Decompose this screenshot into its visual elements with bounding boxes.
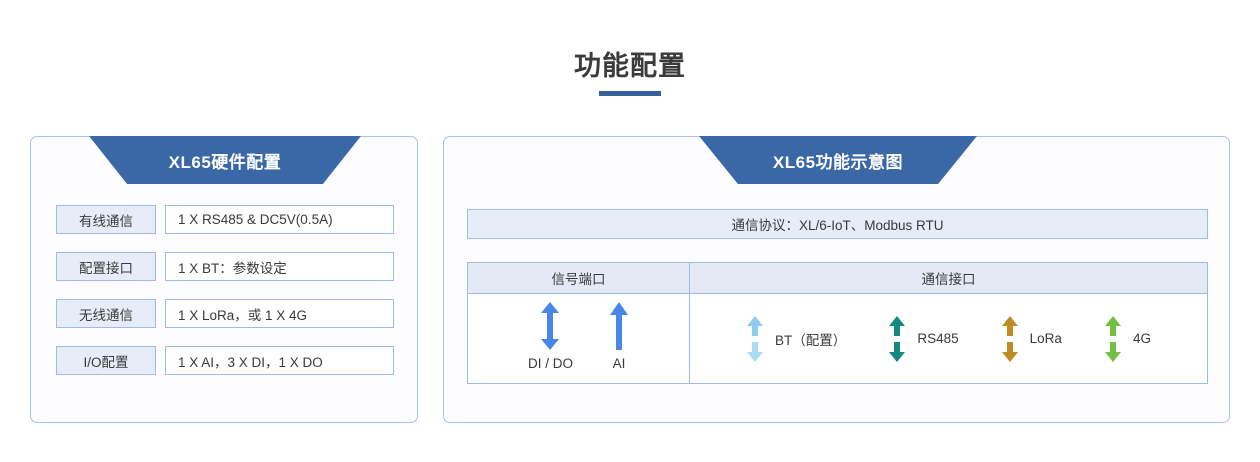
spec-value-config-interface: 1 X BT：参数设定 (165, 252, 394, 281)
spec-label-config-interface: 配置接口 (56, 252, 156, 281)
function-diagram-banner: XL65功能示意图 (699, 136, 977, 184)
spec-row: 有线通信 1 X RS485 & DC5V(0.5A) (56, 205, 394, 234)
signal-port-group: DI / DO AI (468, 294, 690, 383)
up-arrow-icon (609, 302, 629, 350)
signal-port-label-ai: AI (612, 356, 626, 371)
spec-value-io-config: 1 X AI，3 X DI，1 X DO (165, 346, 394, 375)
double-arrow-icon (888, 315, 906, 362)
spec-label-wired-communication: 有线通信 (56, 205, 156, 234)
spec-label-io-config: I/O配置 (56, 346, 156, 375)
double-arrow-icon (540, 302, 560, 350)
signal-port-label-di-do: DI / DO (527, 356, 573, 371)
comm-interface-item-4g: 4G (1104, 315, 1151, 362)
comm-interface-group: BT（配置） RS485 (690, 294, 1207, 383)
title-underline (599, 90, 661, 96)
comm-interface-item-rs485: RS485 (888, 315, 959, 362)
hardware-spec-list: 有线通信 1 X RS485 & DC5V(0.5A) 配置接口 1 X BT：… (56, 205, 394, 375)
comm-interface-label-4g: 4G (1132, 331, 1151, 346)
double-arrow-icon (1104, 315, 1122, 362)
function-diagram-card: XL65功能示意图 通信协议：XL/6-IoT、Modbus RTU 信号端口 … (443, 136, 1230, 423)
protocol-bar: 通信协议：XL/6-IoT、Modbus RTU (467, 209, 1208, 239)
comm-interface-item-lora: LoRa (1001, 315, 1062, 362)
interface-table: 信号端口 通信接口 DI / DO (467, 262, 1208, 384)
comm-interface-item-bt: BT（配置） (746, 315, 847, 362)
signal-port-item-ai: AI (609, 302, 629, 371)
column-header-comm-interface: 通信接口 (921, 272, 976, 287)
spec-row: 配置接口 1 X BT：参数设定 (56, 252, 394, 281)
column-header-signal-port: 信号端口 (468, 263, 690, 293)
hardware-config-card: XL65硬件配置 有线通信 1 X RS485 & DC5V(0.5A) 配置接… (30, 136, 418, 423)
function-diagram-banner-label: XL65功能示意图 (772, 152, 904, 172)
hardware-config-banner-label: XL65硬件配置 (168, 152, 282, 172)
spec-row: I/O配置 1 X AI，3 X DI，1 X DO (56, 346, 394, 375)
page-title: 功能配置 (574, 51, 686, 81)
comm-interface-label-lora: LoRa (1029, 331, 1062, 346)
spec-value-wired-communication: 1 X RS485 & DC5V(0.5A) (165, 205, 394, 234)
signal-port-item-di-do: DI / DO (528, 302, 573, 371)
spec-row: 无线通信 1 X LoRa，或 1 X 4G (56, 299, 394, 328)
comm-interface-label-bt: BT（配置） (775, 332, 847, 348)
interface-table-body: DI / DO AI (468, 294, 1207, 383)
double-arrow-icon (746, 315, 764, 362)
comm-interface-label-rs485: RS485 (917, 331, 959, 346)
spec-label-wireless-communication: 无线通信 (56, 299, 156, 328)
double-arrow-icon (1001, 315, 1019, 362)
interface-table-header: 信号端口 通信接口 (468, 263, 1207, 294)
hardware-config-banner: XL65硬件配置 (89, 136, 361, 184)
page-header: 功能配置 (0, 51, 1260, 96)
spec-value-wireless-communication: 1 X LoRa，或 1 X 4G (165, 299, 394, 328)
